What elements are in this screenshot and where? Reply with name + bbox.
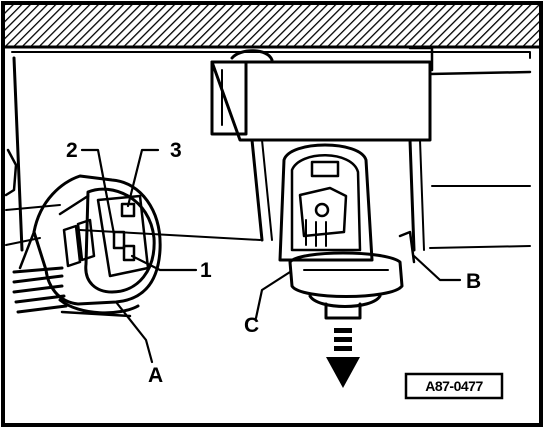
callout-a: A xyxy=(148,364,163,387)
headlamp-housing xyxy=(79,46,532,252)
body-panel-hatched xyxy=(3,5,541,59)
leader-lines xyxy=(80,148,462,364)
electrical-connector xyxy=(12,174,162,318)
callout-b: B xyxy=(466,270,481,293)
lamp-socket xyxy=(278,143,416,320)
figure-id-box: A87-0477 xyxy=(404,372,504,400)
callout-3: 3 xyxy=(170,139,182,162)
callout-c: C xyxy=(244,314,259,337)
figure-id-label: A87-0477 xyxy=(425,378,483,394)
callout-1: 1 xyxy=(200,259,212,282)
removal-direction-arrow-icon xyxy=(326,328,360,388)
body-contour-left xyxy=(4,56,61,252)
callout-2: 2 xyxy=(66,139,78,162)
